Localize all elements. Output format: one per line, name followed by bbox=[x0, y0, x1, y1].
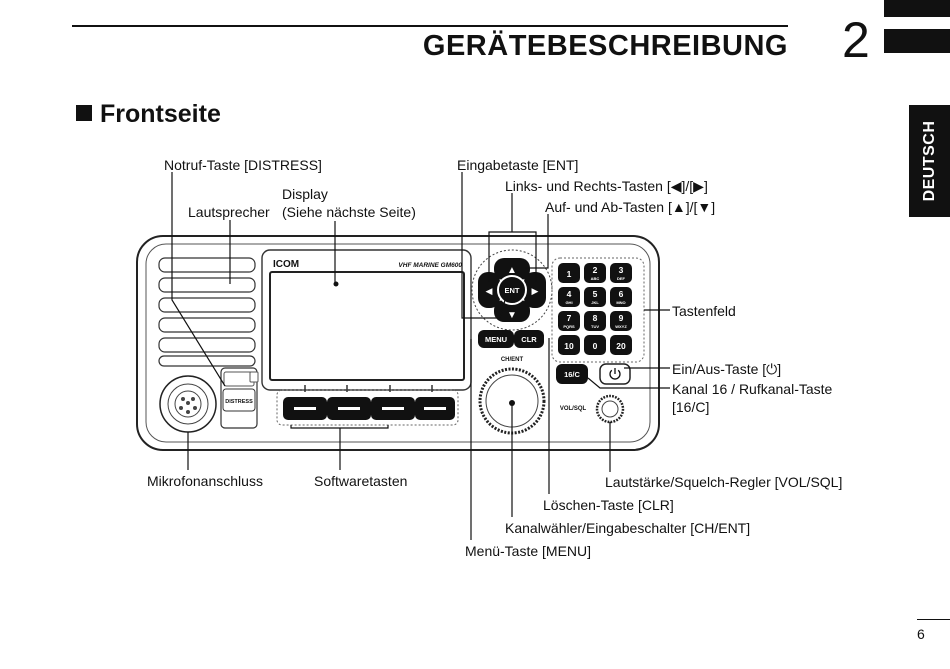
header-bar-bottom bbox=[884, 29, 950, 53]
keypad-key bbox=[558, 311, 580, 331]
ch-ent-text: CH/ENT bbox=[501, 357, 524, 363]
callout-lines bbox=[171, 172, 670, 540]
keypad-key-letters: ABC bbox=[591, 276, 600, 281]
keypad-key bbox=[584, 263, 606, 283]
label-auf-ab: Auf- und Ab-Tasten [▲]/[▼] bbox=[545, 199, 716, 215]
label-mikrofon: Mikrofonanschluss bbox=[147, 473, 263, 489]
keypad-key-letters: WXYZ bbox=[615, 324, 627, 329]
footer-rule bbox=[917, 619, 950, 620]
ch16-key-text: 16/C bbox=[564, 370, 580, 379]
keypad-key bbox=[610, 335, 632, 355]
keypad-key-number: 0 bbox=[593, 341, 598, 351]
keypad-key-number: 20 bbox=[616, 341, 626, 351]
label-kanal16-key: [16/C] bbox=[672, 399, 710, 415]
speaker-grille bbox=[158, 257, 256, 367]
power-icon bbox=[609, 368, 621, 380]
section-title-text: Frontseite bbox=[100, 100, 221, 128]
ent-key-text: ENT bbox=[505, 286, 520, 295]
clr-key-text: CLR bbox=[521, 335, 537, 344]
svg-text:▶: ▶ bbox=[532, 286, 539, 296]
label-notruf: Notruf-Taste [DISTRESS] bbox=[164, 157, 322, 173]
keypad-key-number: 4 bbox=[567, 289, 572, 299]
keypad-key-number: 8 bbox=[593, 313, 598, 323]
keypad-key-number: 6 bbox=[619, 289, 624, 299]
label-kanal16: Kanal 16 / Rufkanal-Taste bbox=[672, 381, 833, 397]
brand-logo: ICOM bbox=[273, 259, 299, 270]
label-kanalwaehler: Kanalwähler/Eingabeschalter [CH/ENT] bbox=[505, 520, 751, 536]
label-softwaretasten: Softwaretasten bbox=[314, 473, 408, 489]
chapter-number: 2 bbox=[842, 12, 870, 68]
keypad-key bbox=[558, 335, 580, 355]
header-rule bbox=[72, 25, 788, 27]
keypad-key-letters: GHI bbox=[565, 300, 572, 305]
keypad-key-number: 5 bbox=[593, 289, 598, 299]
keypad-key bbox=[610, 311, 632, 331]
page-number: 6 bbox=[917, 626, 925, 642]
microphone-connector bbox=[159, 375, 217, 433]
svg-text:▼: ▼ bbox=[507, 310, 517, 321]
keypad-key-letters: PQRS bbox=[563, 324, 575, 329]
language-side-tab: DEUTSCH bbox=[909, 105, 950, 217]
label-display: Display bbox=[282, 186, 328, 202]
keypad-key bbox=[584, 287, 606, 307]
label-eingabetaste: Eingabetaste [ENT] bbox=[457, 157, 579, 173]
label-menue: Menü-Taste [MENU] bbox=[465, 543, 592, 559]
svg-text:▲: ▲ bbox=[507, 265, 517, 276]
section-square-icon bbox=[76, 105, 92, 121]
keypad-key-number: 9 bbox=[619, 313, 624, 323]
label-display-note: (Siehe nächste Seite) bbox=[282, 204, 416, 220]
channel-knob-graphic bbox=[478, 367, 546, 435]
keypad-key-number: 10 bbox=[564, 341, 574, 351]
keypad-key-letters: TUV bbox=[591, 324, 599, 329]
menu-key-text: MENU bbox=[485, 335, 507, 344]
radio-casing-inner bbox=[145, 243, 651, 443]
keypad-key bbox=[584, 311, 606, 331]
keypad-key-number: 3 bbox=[619, 265, 624, 275]
display-pointer-dot bbox=[333, 281, 339, 287]
volume-knob-graphic bbox=[595, 394, 625, 424]
section-title: Frontseite bbox=[76, 100, 221, 129]
label-loeschen: Löschen-Taste [CLR] bbox=[543, 497, 674, 513]
label-tastenfeld: Tastenfeld bbox=[672, 303, 736, 319]
dpad-graphic: ▲ ▼ ◀ ▶ ENT bbox=[471, 249, 553, 331]
header-bar-top bbox=[884, 0, 950, 17]
keypad-key bbox=[610, 263, 632, 283]
keypad-key-number: 7 bbox=[567, 313, 572, 323]
distress-key-graphic: DISTRESS bbox=[220, 367, 259, 429]
keypad-key bbox=[584, 335, 606, 355]
display-screen bbox=[269, 271, 465, 381]
svg-text:◀: ◀ bbox=[486, 286, 493, 296]
keypad-key bbox=[558, 287, 580, 307]
keypad-key bbox=[610, 287, 632, 307]
softkey-tick-marks bbox=[304, 385, 433, 392]
label-lautstaerke: Lautstärke/Squelch-Regler [VOL/SQL] bbox=[605, 474, 843, 490]
softkey-area bbox=[276, 389, 459, 426]
label-ein-aus: Ein/Aus-Taste [⏻] bbox=[672, 361, 782, 377]
keypad-key bbox=[558, 263, 580, 283]
keypad-key-number: 2 bbox=[593, 265, 598, 275]
distress-key-text: DISTRESS bbox=[225, 399, 253, 405]
chapter-title: GERÄTEBESCHREIBUNG bbox=[422, 30, 788, 62]
keypad-key-number: 1 bbox=[567, 269, 572, 279]
keypad-key-letters: DEF bbox=[617, 276, 626, 281]
label-lautsprecher: Lautsprecher bbox=[188, 204, 270, 220]
ch16-key-graphic bbox=[556, 364, 588, 384]
label-links-rechts: Links- und Rechts-Tasten [◀]/[▶] bbox=[505, 178, 708, 194]
menu-key-graphic bbox=[478, 330, 514, 348]
vol-sql-text: VOL/SQL bbox=[560, 406, 587, 412]
keypad-key-letters: MNO bbox=[616, 300, 625, 305]
softkeys bbox=[283, 397, 455, 420]
clr-key-graphic bbox=[514, 330, 544, 348]
model-name: VHF MARINE GM600 bbox=[398, 262, 462, 269]
keypad-key-letters: JKL bbox=[591, 300, 599, 305]
